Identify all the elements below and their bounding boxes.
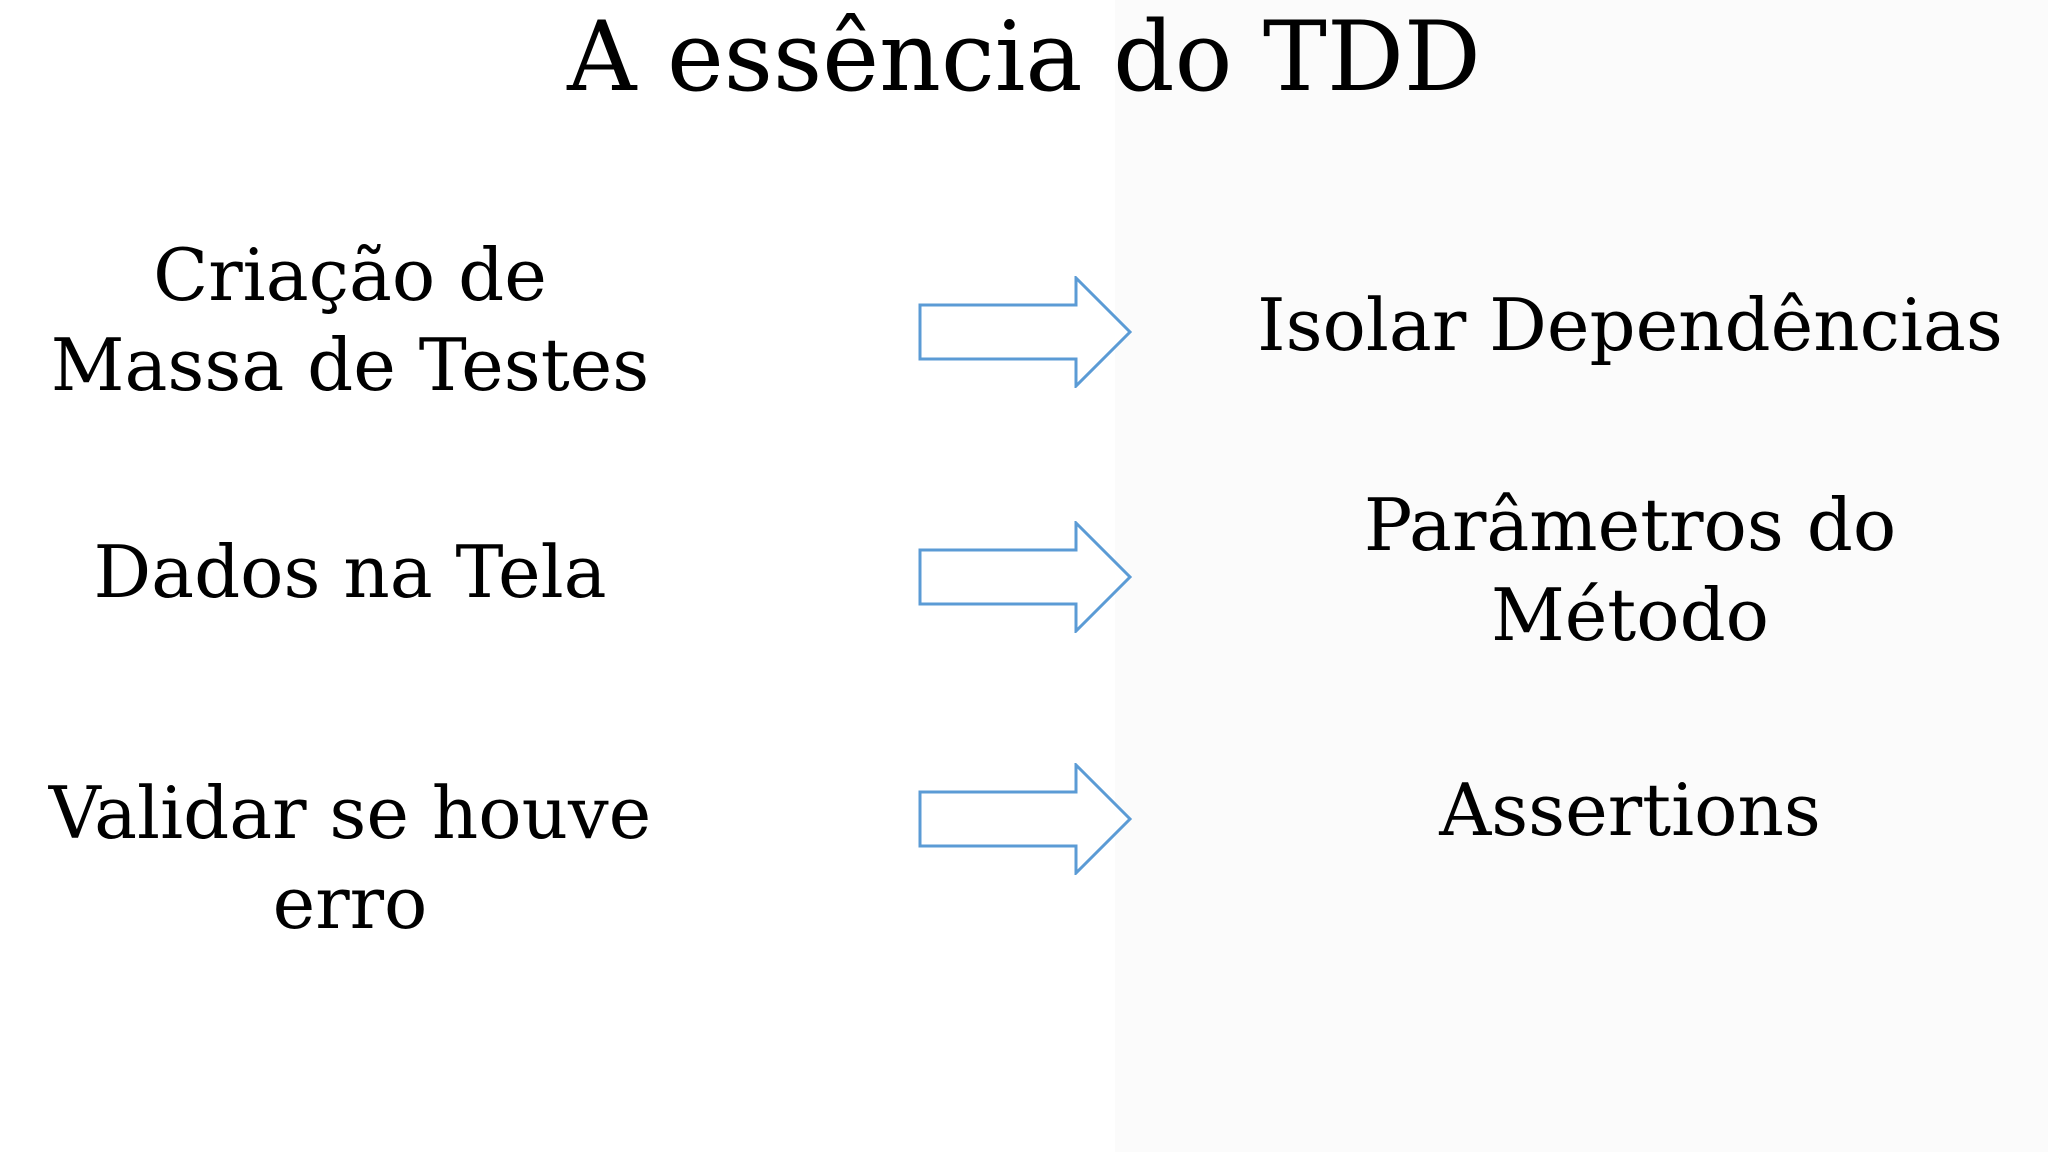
row2-left-line1: Dados na Tela [93,530,607,614]
right-arrow-icon [918,763,1132,875]
row3-left-line1: Validar se houve [48,771,652,855]
row1-left-text: Criação de Massa de Testes [30,230,670,410]
right-arrow-shape [918,276,1132,388]
row1-right-text: Isolar Dependências [1200,280,2048,370]
slide-title: A essência do TDD [567,1,1481,113]
row3-right-line1: Assertions [1439,768,1821,852]
row2-right-text: Parâmetros do Método [1200,480,2048,660]
row3-left-text: Validar se houve erro [30,768,670,948]
row2-right-line1: Parâmetros do [1363,483,1897,567]
right-arrow-shape [918,763,1132,875]
right-arrow-shape [918,521,1132,633]
right-arrow-icon [918,276,1132,388]
row1-left-line2: Massa de Testes [50,323,650,407]
row3-right-text: Assertions [1200,765,2048,855]
right-arrow-icon [918,521,1132,633]
background-shade-panel [1115,0,2048,1152]
row2-right-line2: Método [1490,573,1770,657]
row3-left-line2: erro [272,861,428,945]
row1-left-line1: Criação de [153,233,547,317]
row2-left-text: Dados na Tela [30,527,670,617]
row1-right-line1: Isolar Dependências [1257,283,2003,367]
